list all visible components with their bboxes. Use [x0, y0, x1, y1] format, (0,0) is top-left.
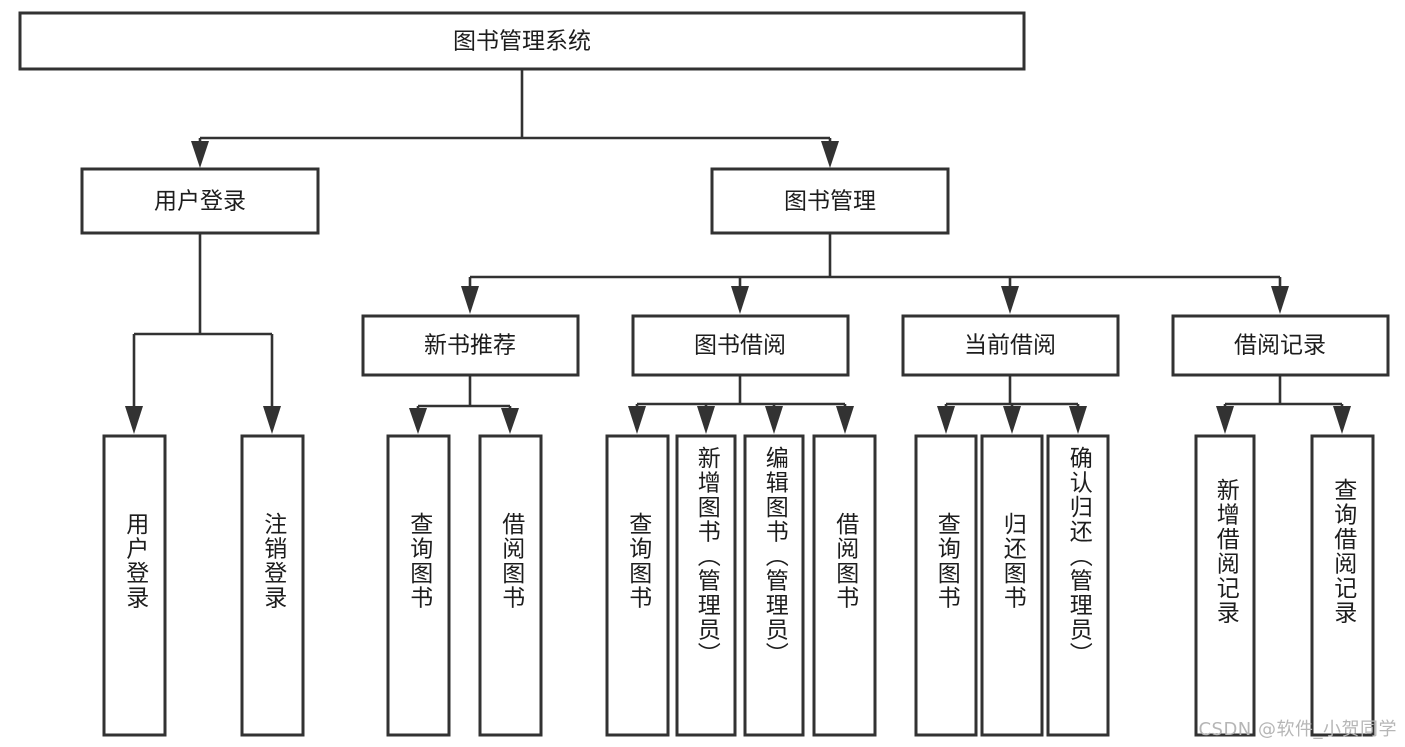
edges-layer — [125, 69, 1351, 434]
arrow-leaf-query-book-current — [937, 406, 955, 434]
node-leaf-add-book-box[interactable] — [675, 434, 737, 737]
arrow-leaf-add-book — [697, 406, 715, 434]
arrow-book-borrow — [731, 286, 749, 314]
arrow-leaf-borrow-book — [836, 406, 854, 434]
node-current-borrow-box[interactable] — [901, 314, 1120, 377]
node-borrow-record-label: 借阅记录 — [1234, 333, 1326, 359]
node-leaf-borrow-book-rec-box[interactable] — [478, 434, 543, 737]
arrow-leaf-user-login — [125, 406, 143, 434]
arrow-leaf-query-book-rec — [409, 408, 427, 434]
node-book-borrow-box[interactable] — [631, 314, 850, 377]
csdn-watermark: CSDN @软件_小贺同学 — [1198, 719, 1397, 740]
node-leaf-user-login-box[interactable] — [102, 434, 167, 737]
node-leaf-query-record-box[interactable] — [1310, 434, 1375, 737]
arrow-leaf-borrow-book-rec — [501, 408, 519, 434]
node-user-login-box[interactable] — [80, 167, 320, 235]
node-borrow-record-box[interactable] — [1171, 314, 1390, 377]
node-leaf-borrow-book-box[interactable] — [812, 434, 877, 737]
node-leaf-user-logout-box[interactable] — [240, 434, 305, 737]
node-leaf-query-book-current-box[interactable] — [914, 434, 978, 737]
arrow-new-book-rec — [461, 286, 479, 314]
node-leaf-edit-book-box[interactable] — [743, 434, 805, 737]
arrow-user-login — [191, 141, 209, 168]
node-current-borrow-label: 当前借阅 — [964, 333, 1056, 359]
node-leaf-return-book-box[interactable] — [980, 434, 1044, 737]
node-user-login-label: 用户登录 — [154, 189, 246, 215]
node-leaf-confirm-return-box[interactable] — [1046, 434, 1110, 737]
node-new-book-rec-box[interactable] — [361, 314, 580, 377]
node-book-borrow-label: 图书借阅 — [694, 333, 786, 359]
arrow-leaf-add-record — [1216, 406, 1234, 434]
node-book-manage-label: 图书管理 — [784, 189, 876, 215]
node-root-box[interactable] — [18, 11, 1026, 71]
arrow-current-borrow — [1001, 286, 1019, 314]
arrow-leaf-edit-book — [765, 406, 783, 434]
node-leaf-add-record-box[interactable] — [1194, 434, 1256, 737]
node-leaf-query-book-rec-box[interactable] — [386, 434, 451, 737]
node-new-book-rec-label: 新书推荐 — [424, 333, 516, 359]
arrow-leaf-confirm-return — [1069, 406, 1087, 434]
arrow-leaf-query-book-borrow — [628, 406, 646, 434]
arrow-leaf-user-logout — [263, 406, 281, 434]
nodes-layer: 图书管理系统 用户登录 图书管理 新书推荐 图书借阅 当前借阅 借阅记录 — [18, 11, 1390, 737]
node-book-manage-box[interactable] — [710, 167, 950, 235]
arrow-borrow-record — [1271, 286, 1289, 314]
arrow-leaf-query-record — [1333, 406, 1351, 434]
node-leaf-query-book-borrow-box[interactable] — [605, 434, 670, 737]
node-root-label: 图书管理系统 — [453, 29, 591, 55]
arrow-leaf-return-book — [1003, 406, 1021, 434]
arrow-book-manage — [821, 141, 839, 168]
